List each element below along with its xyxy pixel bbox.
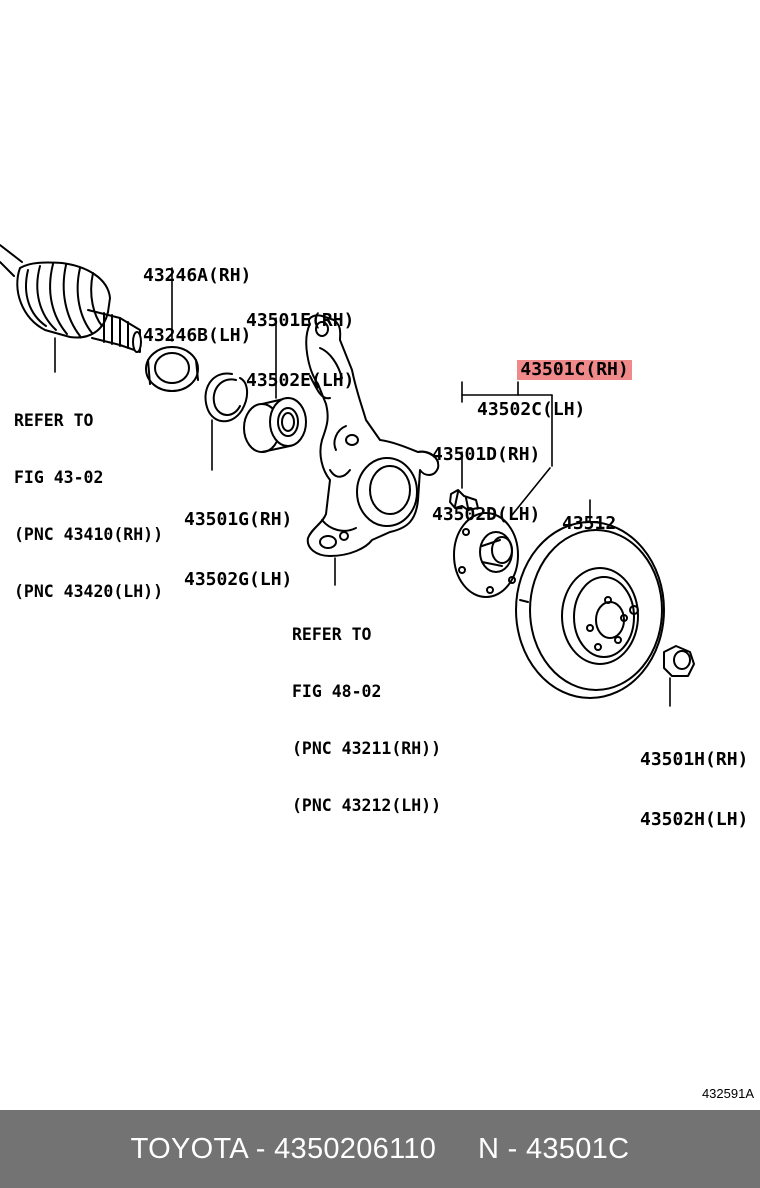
label-line: 43502E(LH) (246, 370, 355, 391)
label-bearing: 43501E(RH) 43502E(LH) (246, 271, 354, 431)
label-line: REFER TO (292, 625, 372, 644)
label-line: FIG 43-02 (14, 468, 104, 487)
label-line: 43501E(RH) (246, 310, 355, 331)
footer-bar: TOYOTA - 4350206110 N - 43501C (0, 1110, 760, 1188)
label-inner-race: 43246A(RH) 43246B(LH) (143, 226, 251, 386)
label-line: 43502G(LH) (184, 569, 293, 590)
inner-race-ring (145, 267, 199, 392)
label-line: (PNC 43420(LH)) (14, 582, 164, 601)
label-line: (PNC 43410(RH)) (14, 525, 164, 544)
parts-diagram: 43246A(RH) 43246B(LH) 43501E(RH) 43502E(… (0, 226, 754, 1101)
figure-code: 432591A (701, 1086, 754, 1101)
footer-caption: TOYOTA - 4350206110 N - 43501C (131, 1133, 630, 1166)
footer-gap (436, 1133, 478, 1165)
footer-brand: TOYOTA (130, 1132, 248, 1165)
label-snap-ring: 43501G(RH) 43502G(LH) (184, 470, 292, 630)
footer-separator: - (247, 1132, 275, 1165)
label-line: 43246B(LH) (143, 325, 252, 346)
diagram-drawing (0, 244, 695, 707)
label-line: 43502D(LH) (432, 504, 541, 525)
label-line: 43512 (562, 513, 617, 534)
lock-nut (663, 645, 695, 707)
footer-pnc: 43501C (525, 1132, 630, 1165)
label-line-highlighted: 43501C(RH) (517, 360, 632, 380)
label-line: (PNC 43211(RH)) (292, 739, 442, 758)
label-nut: 43501H(RH) 43502H(LH) (640, 710, 748, 870)
axle-hub (453, 467, 551, 598)
brake-disc-rotor (515, 499, 665, 699)
footer-pnc-prefix: N (478, 1132, 500, 1165)
label-line: 43502C(LH) (477, 399, 586, 420)
footer-part-number: 4350206110 (274, 1132, 437, 1165)
label-hub: 43501C(RH) 43502C(LH) (474, 340, 632, 460)
label-hub-bolt: 43501D(RH) 43502D(LH) (432, 405, 540, 565)
label-drive-shaft-ref: REFER TO FIG 43-02 (PNC 43410(RH)) (PNC … (14, 373, 163, 639)
label-line: (PNC 43212(LH)) (292, 796, 442, 815)
label-line: 43246A(RH) (143, 265, 252, 286)
label-disc: 43512 (562, 474, 616, 574)
hub-bolt (449, 451, 479, 511)
steering-knuckle (305, 314, 440, 586)
label-line: FIG 48-02 (292, 682, 382, 701)
snap-ring (204, 372, 248, 471)
footer-separator: - (499, 1132, 526, 1165)
label-line: 43501H(RH) (640, 749, 749, 770)
label-line: 43501D(RH) (432, 444, 541, 465)
leader-bracket (461, 381, 553, 467)
wheel-bearing (243, 317, 307, 453)
label-line: 43502H(LH) (640, 809, 749, 830)
drive-shaft-boot (0, 244, 142, 373)
label-knuckle-ref: REFER TO FIG 48-02 (PNC 43211(RH)) (PNC … (292, 587, 441, 853)
label-line: REFER TO (14, 411, 94, 430)
label-line: 43501G(RH) (184, 509, 293, 530)
